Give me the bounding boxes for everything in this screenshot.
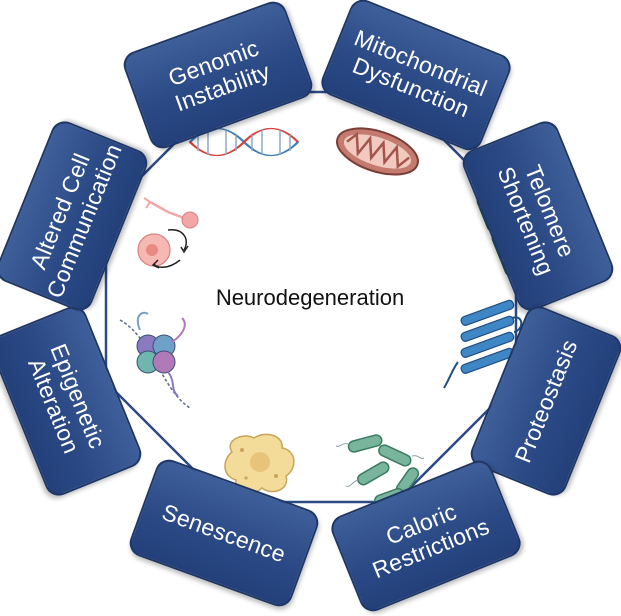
hallmark-label: Genomic Instability xyxy=(164,34,274,117)
cell-signaling-icon xyxy=(137,197,199,269)
hallmark-label: Epigenetic Alteration xyxy=(23,340,111,458)
hallmark-label: Senescence xyxy=(158,498,290,568)
dna-double-helix-icon xyxy=(188,127,300,157)
hallmark-label: Caloric Restrictions xyxy=(368,498,494,584)
senescent-cell-icon xyxy=(224,433,295,494)
hallmark-label: Telomere Shortening xyxy=(492,161,581,279)
hallmark-label: Proteostasis xyxy=(509,335,583,467)
mitochondrion-icon xyxy=(336,127,419,176)
folded-protein-icon xyxy=(443,299,523,389)
nucleosome-icon xyxy=(119,311,191,409)
center-label: Neurodegeneration xyxy=(215,285,405,310)
